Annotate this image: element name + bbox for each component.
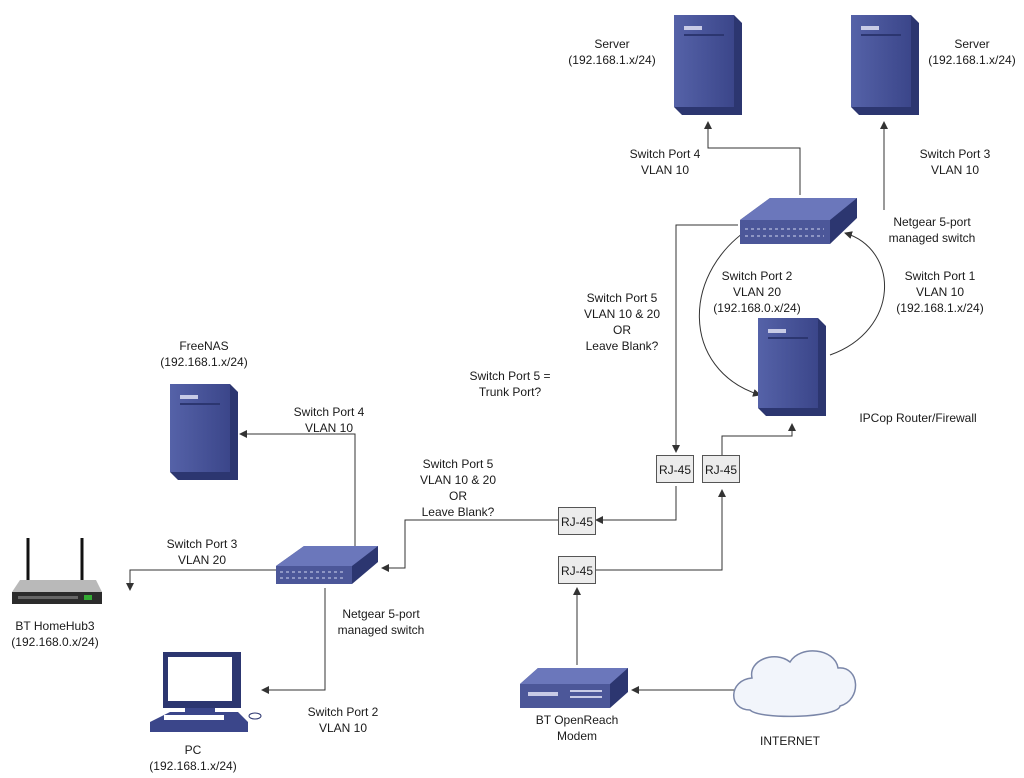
top-switch-port2-label: Switch Port 2 VLAN 20 (192.168.0.x/24)	[713, 269, 801, 315]
top-switch-port3-label: Switch Port 3 VLAN 10	[919, 147, 991, 177]
rj45-connector-mid-upper: RJ-45	[558, 507, 596, 535]
freenas-label: FreeNAS (192.168.1.x/24)	[160, 339, 248, 369]
homehub-router	[12, 538, 102, 604]
top-switch-port5-label: Switch Port 5 VLAN 10 & 20 OR Leave Blan…	[583, 291, 661, 353]
bottom-switch-name-label: Netgear 5-port managed switch	[337, 607, 425, 637]
router-name-label: IPCop Router/Firewall	[859, 411, 977, 425]
link-bottom-switch-to-homehub	[126, 569, 276, 591]
link-rj45-lower-to-rj45-right	[596, 489, 726, 571]
top-switch-name-label: Netgear 5-port managed switch	[888, 215, 976, 245]
bottom-switch-port2-label: Switch Port 2 VLAN 10	[307, 705, 379, 735]
server-left-label: Server (192.168.1.x/24)	[568, 37, 656, 67]
modem-device	[520, 668, 628, 708]
link-top-switch-port1-loop	[829, 231, 886, 356]
freenas-server	[170, 384, 238, 480]
link-top-switch-to-rj45	[672, 224, 738, 453]
rj45-connector-top-right: RJ-45	[702, 455, 740, 483]
top-switch	[740, 198, 857, 244]
server-right	[851, 15, 919, 115]
bottom-switch-port3-label: Switch Port 3 VLAN 20	[166, 537, 238, 567]
trunk-note-label: Switch Port 5 = Trunk Port?	[469, 369, 551, 399]
link-bottom-switch-to-pc	[261, 588, 326, 694]
pc-label: PC (192.168.1.x/24)	[149, 743, 237, 773]
connections	[126, 121, 888, 694]
link-rj45-to-bottom-switch	[381, 519, 558, 572]
link-rj45-to-router	[721, 423, 796, 455]
router-firewall-server	[758, 318, 826, 416]
link-bottom-switch-to-freenas	[239, 430, 356, 548]
server-left	[674, 15, 742, 115]
link-top-switch-to-left-server	[704, 121, 801, 195]
internet-label: INTERNET	[760, 734, 820, 748]
bottom-switch-port5-label: Switch Port 5 VLAN 10 & 20 OR Leave Blan…	[419, 457, 497, 519]
top-switch-port4-label: Switch Port 4 VLAN 10	[629, 147, 701, 177]
pc-workstation	[150, 652, 262, 732]
bottom-switch-port4-label: Switch Port 4 VLAN 10	[293, 405, 365, 435]
top-switch-port1-label: Switch Port 1 VLAN 10 (192.168.1.x/24)	[896, 269, 984, 315]
homehub-label: BT HomeHub3 (192.168.0.x/24)	[11, 619, 99, 649]
server-right-label: Server (192.168.1.x/24)	[928, 37, 1016, 67]
internet-cloud-icon	[733, 650, 857, 718]
rj45-connector-top-left: RJ-45	[656, 455, 694, 483]
link-rj45-to-rj45-upper	[595, 486, 677, 524]
link-top-switch-port2-loop	[698, 224, 761, 397]
bottom-switch	[276, 546, 378, 584]
rj45-connector-mid-lower: RJ-45	[558, 556, 596, 584]
modem-label: BT OpenReach Modem	[535, 713, 619, 743]
